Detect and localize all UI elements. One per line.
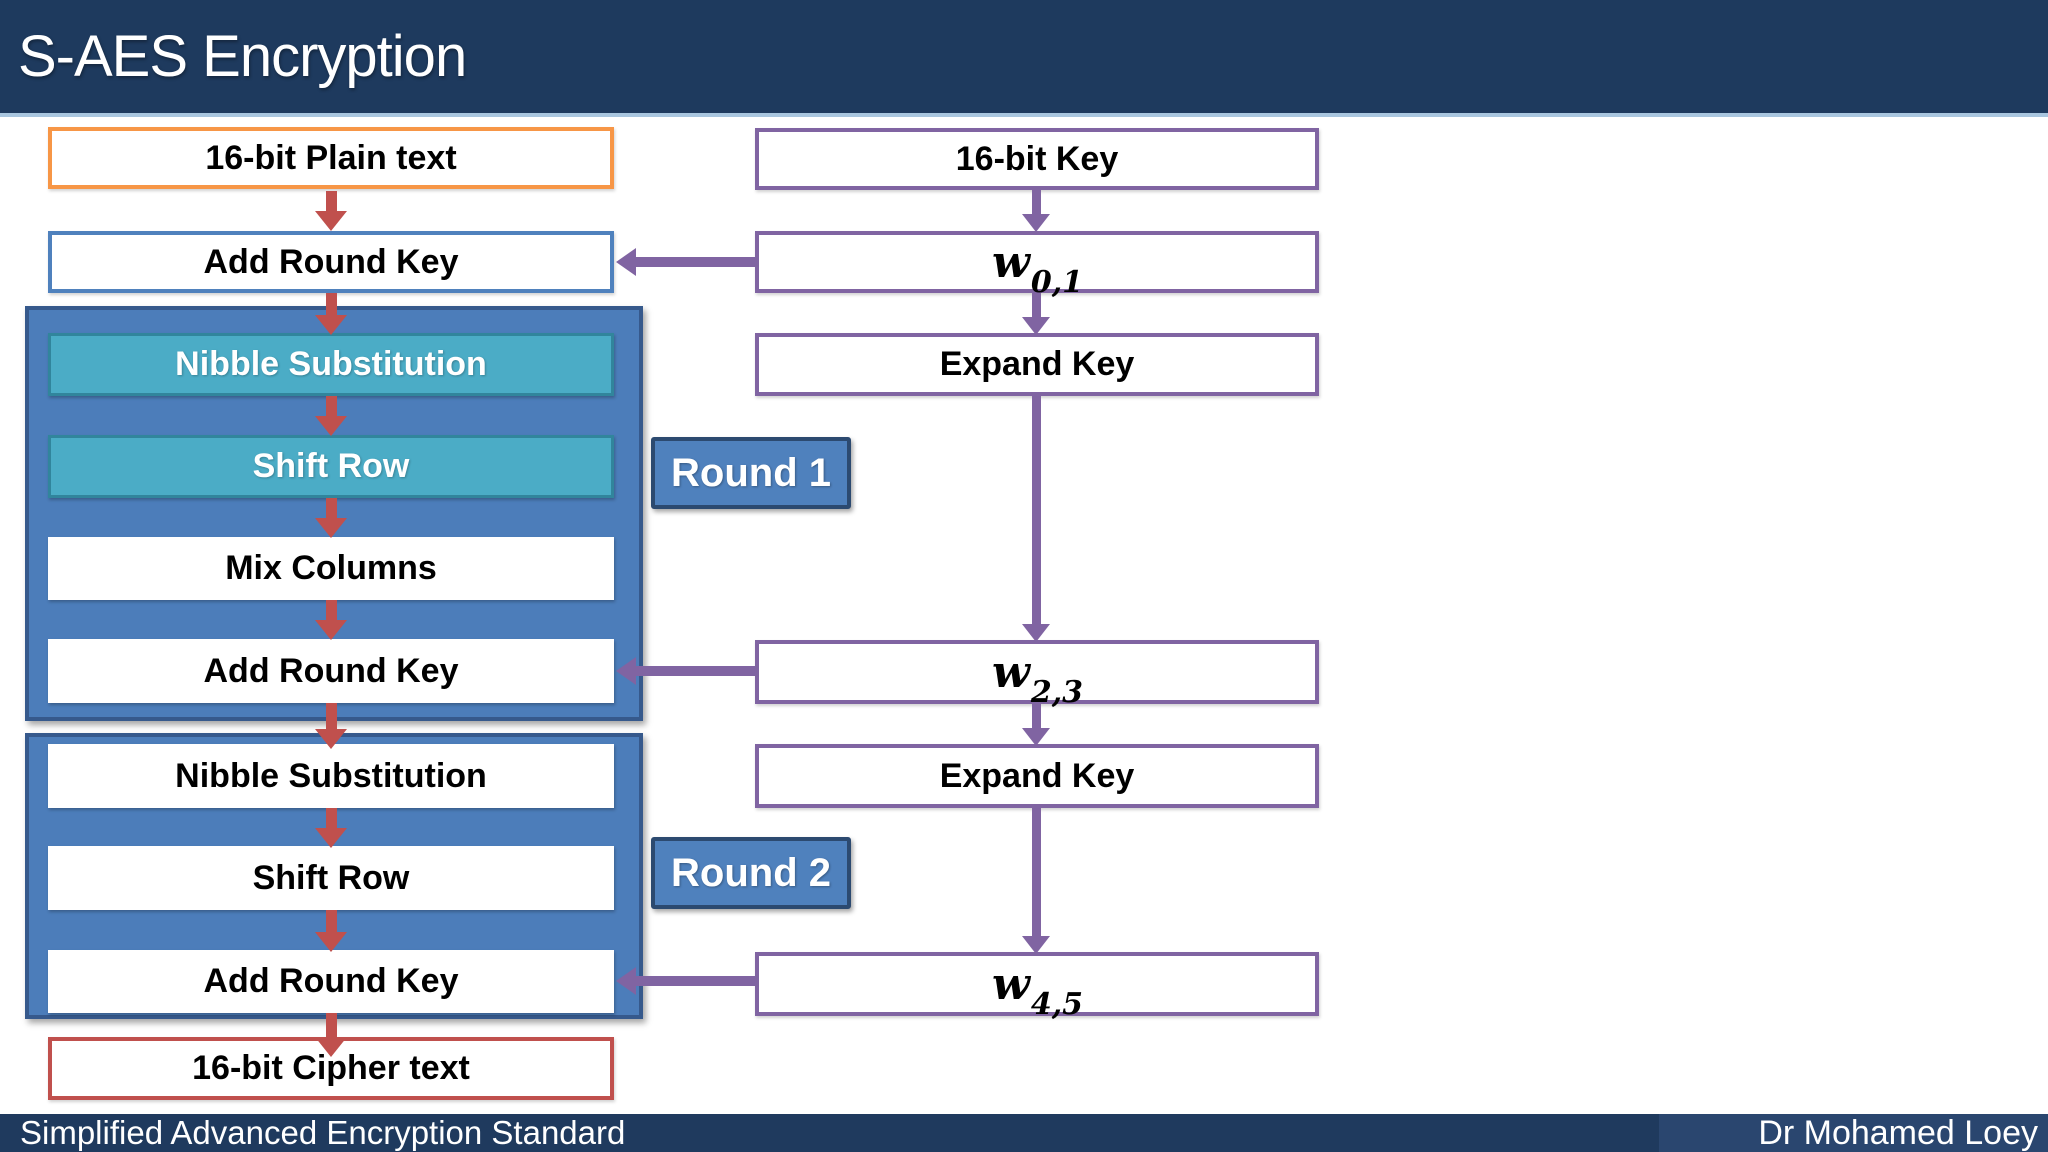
add-round-key-initial-box: Add Round Key (48, 231, 614, 293)
round1-mix-columns-box: Mix Columns (48, 537, 614, 600)
arrow-plaintext-to-ark (315, 191, 347, 231)
w23-box: w2,3 (755, 640, 1319, 711)
arrow-shift2-to-ark2 (315, 910, 347, 952)
add-round-key-initial-label: Add Round Key (203, 242, 459, 281)
round2-add-round-key-label: Add Round Key (203, 962, 459, 1000)
footer-subtitle: Simplified Advanced Encryption Standard (20, 1114, 626, 1151)
round2-label: Round 2 (671, 850, 831, 895)
w45-box: w4,5 (755, 952, 1319, 1023)
plain-text-label: 16-bit Plain text (205, 138, 457, 177)
round1-label: Round 1 (671, 450, 831, 495)
w23-label: w2,3 (991, 646, 1084, 711)
arrow-w45-to-add-round-key (616, 967, 755, 995)
arrow-ark-to-round1 (315, 293, 347, 335)
footer-author: Dr Mohamed Loey (1659, 1114, 2048, 1152)
expand-key-1-label: Expand Key (939, 345, 1135, 383)
round1-nibble-substitution-label: Nibble Substitution (175, 345, 487, 383)
round2-add-round-key-box: Add Round Key (48, 950, 614, 1013)
round1-nibble-substitution-box: Nibble Substitution (48, 333, 614, 396)
key-label: 16-bit Key (955, 139, 1119, 178)
round1-mix-columns-label: Mix Columns (225, 549, 437, 587)
plain-text-box: 16-bit Plain text (48, 127, 614, 189)
round1-shift-row-box: Shift Row (48, 435, 614, 498)
arrow-nibble2-to-shift2 (315, 808, 347, 848)
slide-footer: Simplified Advanced Encryption Standard … (0, 1114, 2048, 1152)
arrow-w01-to-expand1 (1022, 293, 1050, 335)
expand-key-1-box: Expand Key (755, 333, 1319, 396)
page-title: S-AES Encryption (18, 24, 467, 89)
arrow-key-to-w01 (1022, 190, 1050, 232)
arrow-expand1-to-w23 (1022, 396, 1050, 642)
w01-box: w0,1 (755, 231, 1319, 301)
arrow-mix-to-ark1 (315, 600, 347, 640)
round1-shift-row-label: Shift Row (252, 447, 410, 485)
round2-shift-row-box: Shift Row (48, 846, 614, 910)
round2-nibble-substitution-label: Nibble Substitution (175, 756, 487, 795)
round2-shift-row-label: Shift Row (252, 858, 410, 897)
arrow-round1-to-round2 (315, 703, 347, 749)
round1-add-round-key-label: Add Round Key (203, 651, 459, 690)
arrow-w23-to-expand2 (1022, 704, 1050, 746)
w45-label: w4,5 (991, 958, 1084, 1023)
arrow-w01-to-add-round-key (616, 248, 755, 276)
round1-label-badge: Round 1 (651, 437, 851, 509)
key-box: 16-bit Key (755, 128, 1319, 190)
slide-header: S-AES Encryption (0, 0, 2048, 117)
arrow-w23-to-add-round-key (616, 657, 755, 685)
round1-add-round-key-box: Add Round Key (48, 639, 614, 703)
arrow-nibble1-to-shift1 (315, 396, 347, 436)
expand-key-2-label: Expand Key (939, 756, 1135, 795)
round2-label-badge: Round 2 (651, 837, 851, 909)
w01-label: w0,1 (991, 236, 1084, 301)
expand-key-2-box: Expand Key (755, 744, 1319, 808)
arrow-expand2-to-w45 (1022, 808, 1050, 954)
arrow-shift1-to-mix (315, 498, 347, 538)
round2-nibble-substitution-box: Nibble Substitution (48, 744, 614, 808)
arrow-round2-to-cipher (315, 1013, 347, 1057)
